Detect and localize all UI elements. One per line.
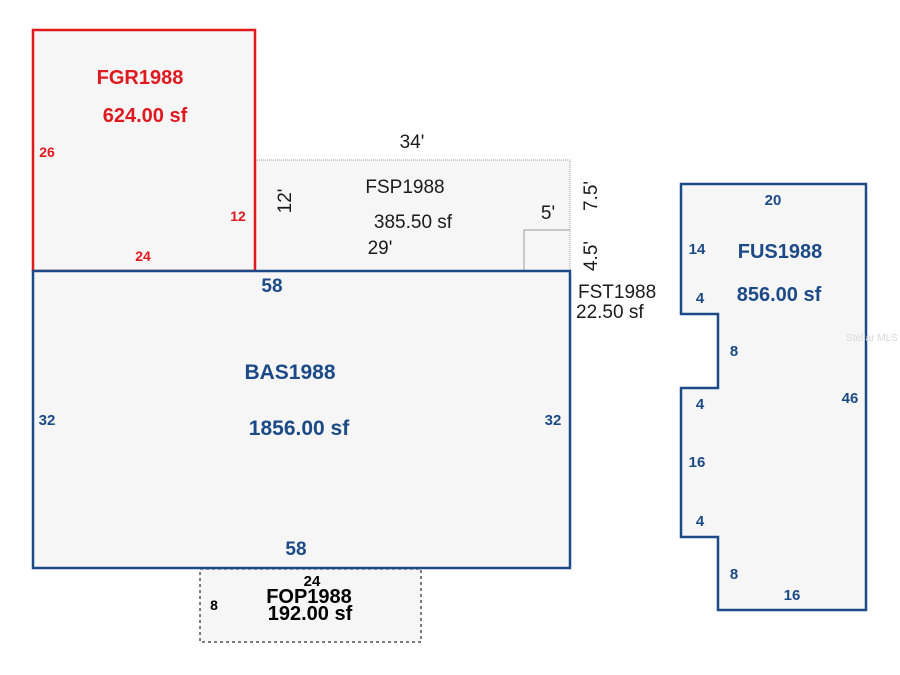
fsp-outline: [254, 159, 571, 272]
fgr-dim-bottom: 24: [135, 248, 151, 264]
fop-dim-left: 8: [210, 597, 218, 613]
fop-outline: [199, 568, 422, 643]
fgr-area-label: 624.00 sf: [103, 105, 188, 127]
fsp-dim-right: 7.5': [581, 181, 602, 211]
fst-dim-right: 4.5': [581, 241, 602, 271]
bas-dim-left: 32: [39, 412, 56, 429]
fus-dim-right: 46: [842, 390, 859, 407]
fus-dim-left-upper: 14: [689, 241, 706, 258]
bas-dim-top: 58: [261, 276, 282, 297]
fsp-dim-top: 34': [400, 132, 425, 153]
fus-dim-step-3: 4: [696, 513, 705, 530]
fus-area-label: 856.00 sf: [737, 284, 822, 306]
fus-dim-step-1: 4: [696, 290, 705, 307]
fus-dim-notch-1: 8: [730, 343, 738, 360]
fus-dim-top: 20: [765, 192, 782, 209]
fgr-code-label: FGR1988: [97, 67, 184, 89]
fsp-dim-bottom: 29': [368, 238, 393, 259]
watermark-text: Stellar MLS: [846, 333, 898, 344]
fst-code-label: FST1988: [578, 282, 656, 303]
bas-outline: [31, 269, 572, 570]
fsp-area-label: 385.50 sf: [374, 212, 453, 233]
bas-area-label: 1856.00 sf: [249, 417, 350, 440]
fus-dim-bottom: 16: [784, 587, 801, 604]
fsp-dim-notch: 5': [541, 203, 555, 224]
fsp-dim-left: 12': [275, 189, 296, 214]
fus-dim-left-middle: 16: [689, 454, 706, 471]
fsp-code-label: FSP1988: [365, 177, 444, 198]
fus-code-label: FUS1988: [738, 241, 823, 263]
bas-dim-bottom: 58: [285, 539, 306, 560]
fus-outline: [679, 182, 868, 612]
fst-area-label: 22.50 sf: [576, 302, 644, 323]
fop-dim-top: 24: [304, 573, 321, 590]
fst-outline: [523, 229, 570, 271]
bas-dim-right: 32: [545, 412, 562, 429]
fgr-dim-right: 12: [230, 208, 246, 224]
fus-dim-notch-2: 8: [730, 566, 738, 583]
fop-code-label: FOP1988: [266, 586, 352, 608]
bas-code-label: BAS1988: [244, 361, 335, 384]
fop-area-label: 192.00 sf: [268, 603, 353, 625]
fgr-dim-left: 26: [39, 144, 55, 160]
fus-dim-step-2: 4: [696, 396, 705, 413]
